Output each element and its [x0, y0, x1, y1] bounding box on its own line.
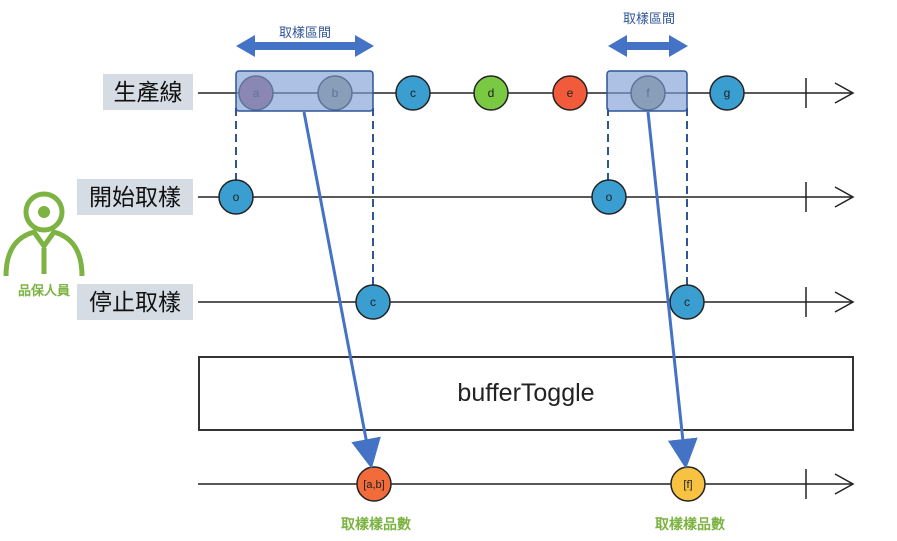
row-label-start-sampling: 開始取樣	[77, 179, 193, 215]
stop-marble-1-label: c	[370, 295, 376, 309]
marble-g-label: g	[724, 86, 731, 100]
stop-marble-1: c	[355, 284, 391, 320]
timeline-output	[198, 469, 855, 499]
marble-e-label: e	[567, 86, 574, 100]
buffer-toggle-operator-box: bufferToggle	[198, 356, 854, 431]
marble-c: c	[395, 75, 431, 111]
start-marble-1-label: o	[233, 190, 240, 204]
result-marble-f-label: [f]	[683, 479, 692, 491]
marble-g: g	[709, 75, 745, 111]
start-marble-2: o	[591, 179, 627, 215]
sampling-range-title-2: 取樣區間	[622, 11, 675, 26]
timeline-start-sampling	[198, 182, 855, 212]
inspector-person-icon	[3, 191, 85, 277]
marble-d: d	[473, 75, 509, 111]
dashed-guides	[235, 108, 688, 290]
sampling-range-title-1: 取樣區間	[278, 25, 331, 40]
inspector-caption: 品保人員	[17, 283, 70, 298]
start-marble-1: o	[218, 179, 254, 215]
timeline-stop-sampling	[198, 287, 855, 317]
route-arrow-f	[646, 111, 698, 469]
sampling-window-2	[606, 70, 688, 112]
start-marble-2-label: o	[606, 190, 613, 204]
marble-d-label: d	[488, 86, 495, 100]
output-marbles: [a,b] [f]	[356, 466, 706, 502]
signal-marbles: o o c c	[218, 179, 705, 320]
result-marble-ab-label: [a,b]	[363, 479, 384, 491]
marble-c-label: c	[410, 86, 416, 100]
result-marble-ab: [a,b]	[356, 466, 392, 502]
row-label-stop-sampling: 停止取樣	[77, 284, 193, 320]
stop-marble-2: c	[669, 284, 705, 320]
sampling-window-1	[235, 70, 374, 112]
route-arrow-ab	[302, 111, 381, 469]
row-label-production: 生產線	[103, 74, 193, 110]
result-marble-f: [f]	[670, 466, 706, 502]
result-caption-2: 取樣樣品數	[655, 516, 725, 532]
stop-marble-2-label: c	[684, 295, 690, 309]
result-caption-1: 取樣樣品數	[341, 516, 411, 532]
marble-e: e	[552, 75, 588, 111]
sampling-range-arrow-1	[236, 35, 374, 57]
sampling-range-arrow-2	[608, 35, 688, 57]
